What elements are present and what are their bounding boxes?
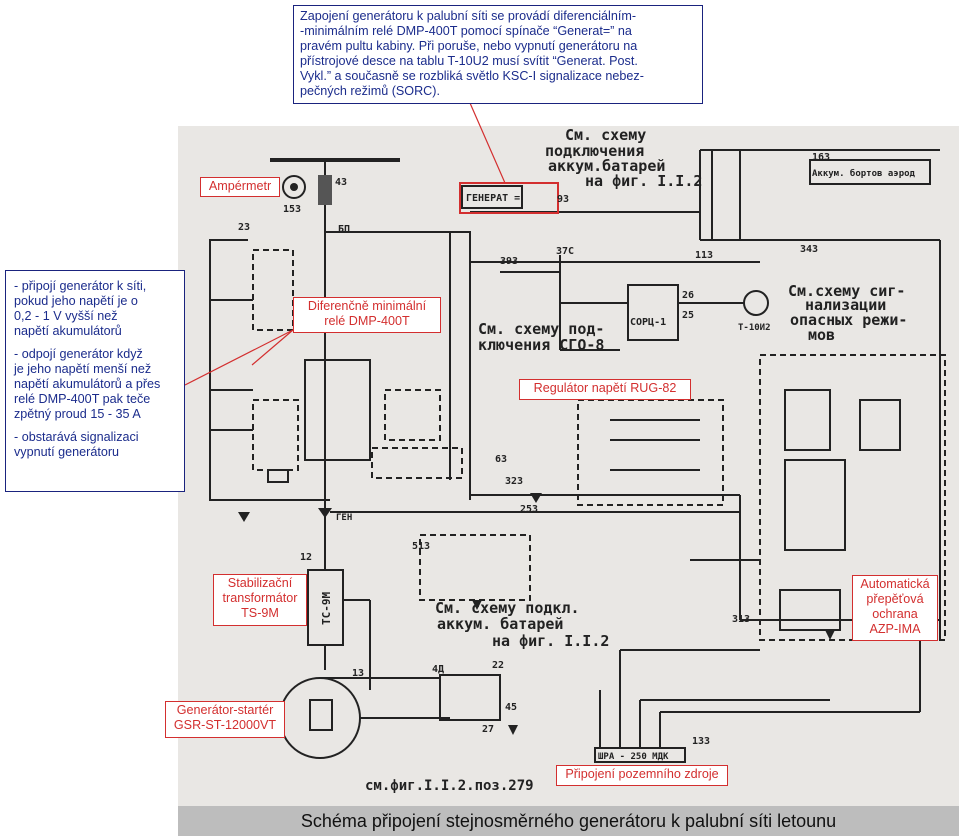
tag-ground-power: Připojení pozemního zdroje <box>556 765 728 786</box>
sm-signal-l2: нализации <box>805 296 886 314</box>
sm-signal-l4: мов <box>808 326 835 344</box>
top-note-line-6: pečných režimů (SORC). <box>300 84 440 98</box>
num-113: 113 <box>695 250 713 261</box>
akkum-bort-label: Аккум. бортов аэрод <box>812 168 916 179</box>
left-note-l7: napětí akumulátorů a přes <box>14 377 161 391</box>
left-note-l11: vypnutí generátoru <box>14 445 120 459</box>
num-22: 22 <box>492 660 504 671</box>
num-153: 153 <box>283 204 301 215</box>
sorc-label: СОРЦ-1 <box>630 317 666 328</box>
gen-label: ГЕН <box>336 513 352 523</box>
diagram-caption: Schéma připojení stejnosměrného generáto… <box>178 806 959 836</box>
ref-bottom: см.фиг.I.I.2.поз.279 <box>365 778 534 794</box>
tag-azp-l1: Automatická <box>860 577 930 591</box>
sm-schemu-top-l1: См. схему <box>565 126 646 144</box>
num-93: 93 <box>557 194 569 205</box>
left-note-l1: - připojí generátor k síti, <box>14 279 147 293</box>
num-25: 25 <box>682 310 694 321</box>
tag-azp-l2: přepěťová <box>866 592 924 606</box>
tag-ampermetr: Ampérmetr <box>200 177 280 197</box>
num-343: 343 <box>800 244 818 255</box>
left-note-l2: pokud jeho napětí je o <box>14 294 138 308</box>
top-note-line-1: Zapojení generátoru k palubní síti se pr… <box>300 9 637 23</box>
tag-gsr-l1: Generátor-startér <box>176 703 274 717</box>
num-37c: 37С <box>556 246 574 257</box>
sm-akkum-bottom-l3: на фиг. I.I.2 <box>492 632 609 650</box>
left-note-l5: - odpojí generátor když <box>14 347 143 361</box>
num-26: 26 <box>682 290 694 301</box>
top-note-line-4: přístrojové desce na tablu T-10U2 musí s… <box>300 54 638 68</box>
left-note-l10: - obstarává signalizaci <box>14 430 139 444</box>
shra-label: ШРА - 250 МДК <box>598 752 669 762</box>
top-note: Zapojení generátoru k palubní síti se pr… <box>293 5 703 104</box>
num-63: 63 <box>495 454 507 465</box>
sm-schemu-top-l2: подключения <box>545 142 644 160</box>
tag-dmp-relay: Diferenčně minimální relé DMP-400T <box>293 297 441 333</box>
tag-azp-l3: ochrana <box>872 607 918 621</box>
tag-rug-regulator: Regulátor napětí RUG-82 <box>519 379 691 400</box>
num-163: 163 <box>812 152 830 163</box>
tag-azp-protection: Automatická přepěťová ochrana AZP-IMA <box>852 575 938 641</box>
tag-ts9m-l3: TS-9M <box>241 606 279 620</box>
tag-dmp-l2: relé DMP-400T <box>324 314 410 328</box>
num-133: 133 <box>692 736 710 747</box>
num-12: 12 <box>300 552 312 563</box>
left-note-l8: relé DMP-400T pak teče <box>14 392 151 406</box>
tc9m-label: ТС-9М <box>320 592 333 625</box>
tag-ts9m-l2: transformátor <box>222 591 298 605</box>
left-note-l4: napětí akumulátorů <box>14 324 122 338</box>
num-bp: БП <box>338 224 350 235</box>
sm-podkl-sgo-l1: См. схему под- <box>478 320 604 338</box>
num-13: 13 <box>352 668 364 679</box>
top-note-line-2: -minimálním relé DMP-400T pomocí spínače… <box>300 24 632 38</box>
tag-gsr-generator: Generátor-startér GSR-ST-12000VT <box>165 701 285 738</box>
sm-schemu-top-l4: на фиг. I.I.2 <box>585 172 702 190</box>
num-313: 313 <box>732 614 750 625</box>
sm-akkum-bottom-l1: См. схему подкл. <box>435 599 580 617</box>
sm-akkum-bottom-l2: аккум. батарей <box>437 615 563 633</box>
sm-signal-l3: опасных режи- <box>790 311 907 329</box>
num-513: 513 <box>412 541 430 552</box>
tag-dmp-l1: Diferenčně minimální <box>307 299 427 313</box>
num-45: 45 <box>505 702 517 713</box>
tag-gsr-l2: GSR-ST-12000VT <box>173 718 277 732</box>
left-note-l9: zpětný proud 15 - 35 A <box>14 407 141 421</box>
num-27: 27 <box>482 724 494 735</box>
num-4d: 4Д <box>432 664 444 675</box>
left-note: - připojí generátor k síti, pokud jeho n… <box>5 270 185 492</box>
left-note-l3: 0,2 - 1 V vyšší než <box>14 309 118 323</box>
sm-schemu-top-l3: аккум.батарей <box>548 157 665 175</box>
num-43: 43 <box>335 177 347 188</box>
t1042-label: Т-10И2 <box>738 323 771 333</box>
left-note-l6: je jeho napětí menší než <box>14 362 152 376</box>
tag-ts9m-l1: Stabilizační <box>227 576 293 590</box>
num-323: 323 <box>505 476 523 487</box>
top-note-line-3: pravém pultu kabiny. Při poruše, nebo vy… <box>300 39 638 53</box>
top-note-line-5: Vykl.” a současně se rozbliká světlo KSC… <box>300 69 644 83</box>
tag-ts9m: Stabilizační transformátor TS-9M <box>213 574 307 626</box>
num-253: 253 <box>520 504 538 515</box>
sm-podkl-sgo-l2: ключения СГО-8 <box>478 336 604 354</box>
generat-switch-label: ГЕНЕРАТ = <box>466 193 520 204</box>
tag-azp-l4: AZP-IMA <box>869 622 921 636</box>
num-23: 23 <box>238 222 250 233</box>
sm-signal-l1: См.схему сиг- <box>788 282 905 300</box>
num-393: 393 <box>500 256 518 267</box>
